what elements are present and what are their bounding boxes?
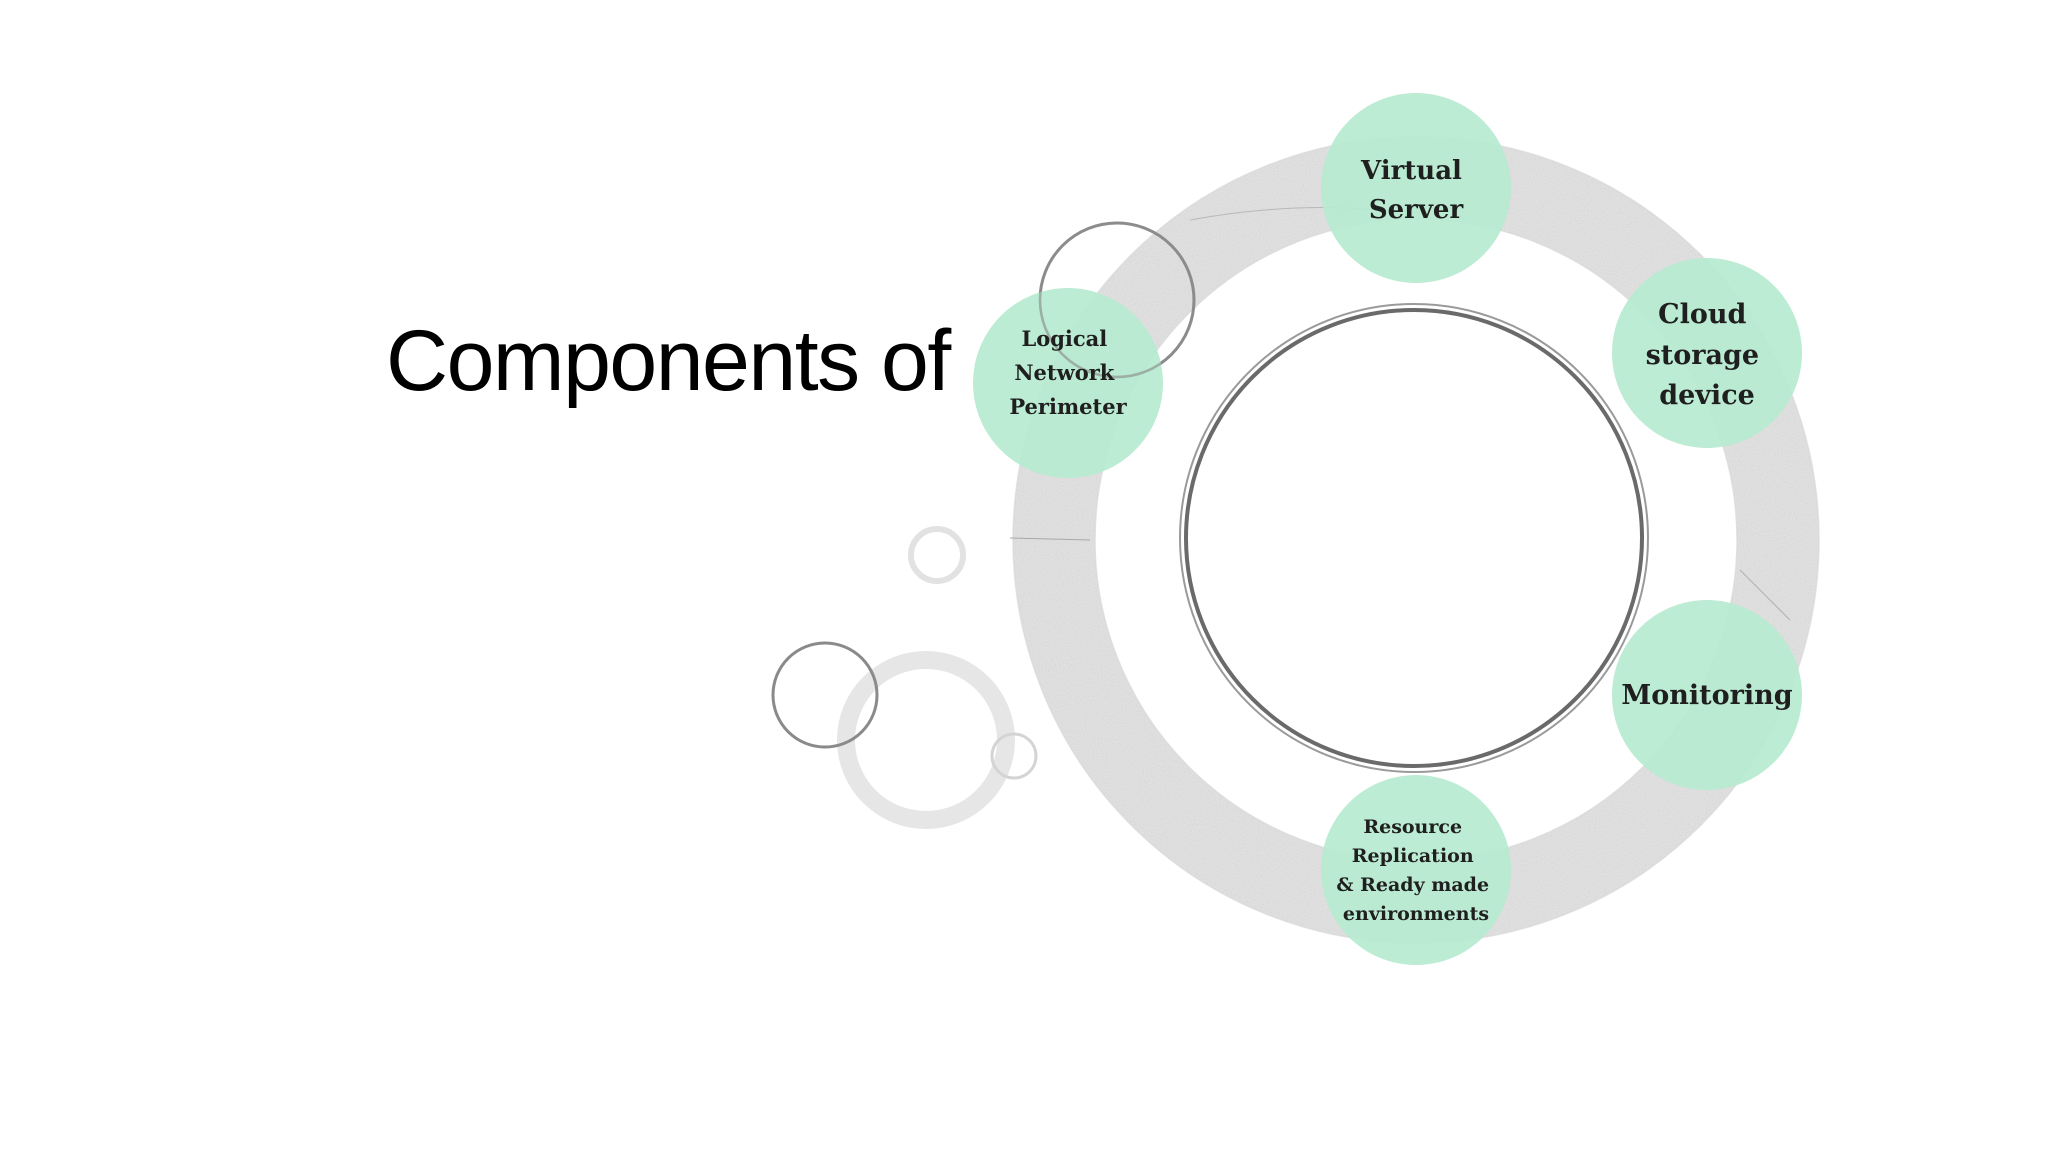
inner-circle-outline [1179, 303, 1649, 773]
decor-circle-small [908, 526, 966, 584]
slide-title: Components of [386, 313, 951, 409]
node-label-virtual-server: Virtual Server [1360, 156, 1471, 225]
node-cloud-storage [1612, 258, 1802, 448]
node-monitoring [1612, 600, 1802, 790]
node-virtual-server [1321, 93, 1511, 283]
decor-circle-outline [771, 641, 879, 749]
ring-sketch-line [1739, 569, 1791, 621]
node-resource-replication [1321, 775, 1511, 965]
decor-ring-large [837, 651, 1015, 829]
inner-circle [1184, 308, 1644, 768]
node-label-monitoring: Monitoring [1621, 680, 1792, 711]
node-label-logical-network-perimeter: Logical Network Perimeter [1009, 326, 1127, 419]
node-label-resource-replication: Resource Replication & Ready made enviro… [1336, 816, 1495, 925]
node-logical-network-perimeter [973, 288, 1163, 478]
ring-sketch-line [1009, 537, 1091, 541]
decor-circle-overlap-top [1038, 221, 1196, 379]
decor-circle-tiny [990, 732, 1038, 780]
node-label-cloud-storage: Cloud storage device [1646, 299, 1769, 411]
